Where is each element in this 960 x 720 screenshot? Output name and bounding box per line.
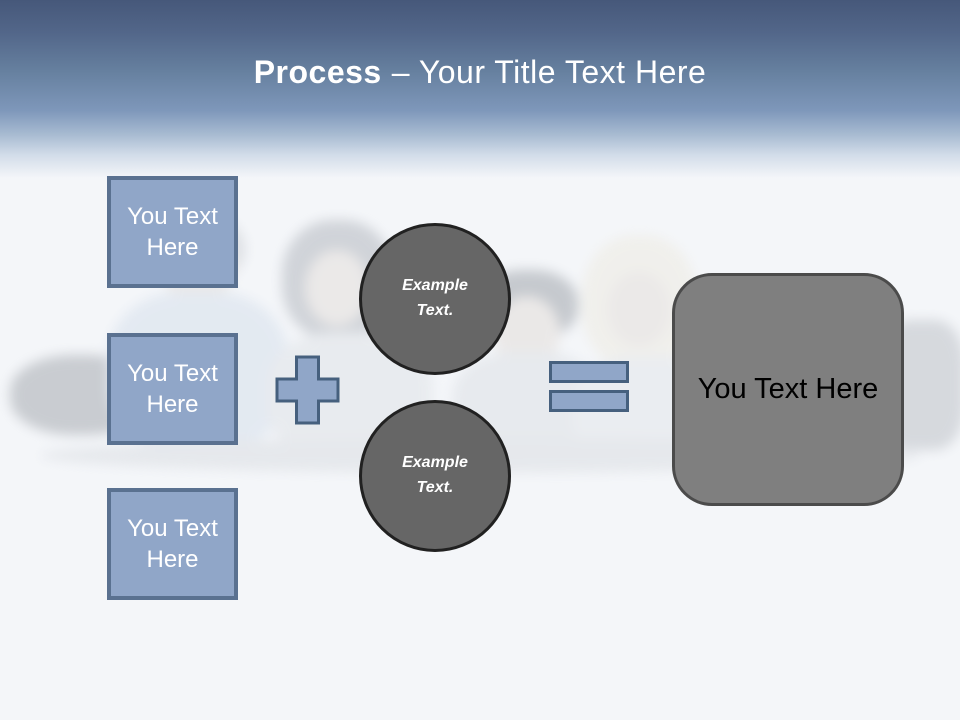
process-box-2[interactable]: You Text Here (107, 333, 238, 445)
process-box-1-label: You Text Here (127, 202, 218, 261)
result-box-label: You Text Here (697, 373, 879, 405)
process-box-3-label: You Text Here (127, 514, 218, 573)
process-box-1[interactable]: You Text Here (107, 176, 238, 288)
slide-title-keyword: Process (253, 54, 382, 90)
equals-bottom-bar (549, 390, 629, 412)
process-box-2-label: You Text Here (127, 359, 218, 418)
photo-woman2-face (608, 272, 670, 346)
result-box[interactable]: You Text Here (672, 273, 904, 506)
example-circle-1[interactable]: Example Text. (359, 223, 511, 375)
example-circle-2[interactable]: Example Text. (359, 400, 511, 552)
process-box-3[interactable]: You Text Here (107, 488, 238, 600)
header-band (0, 0, 960, 178)
example-circle-1-label: Example Text. (402, 277, 468, 319)
slide-title-subtitle: – Your Title Text Here (391, 54, 707, 90)
slide-title[interactable]: Process– Your Title Text Here (0, 54, 960, 91)
equals-icon[interactable] (549, 361, 629, 412)
equals-top-bar (549, 361, 629, 383)
example-circle-2-label: Example Text. (402, 454, 468, 496)
plus-icon[interactable] (274, 354, 341, 431)
